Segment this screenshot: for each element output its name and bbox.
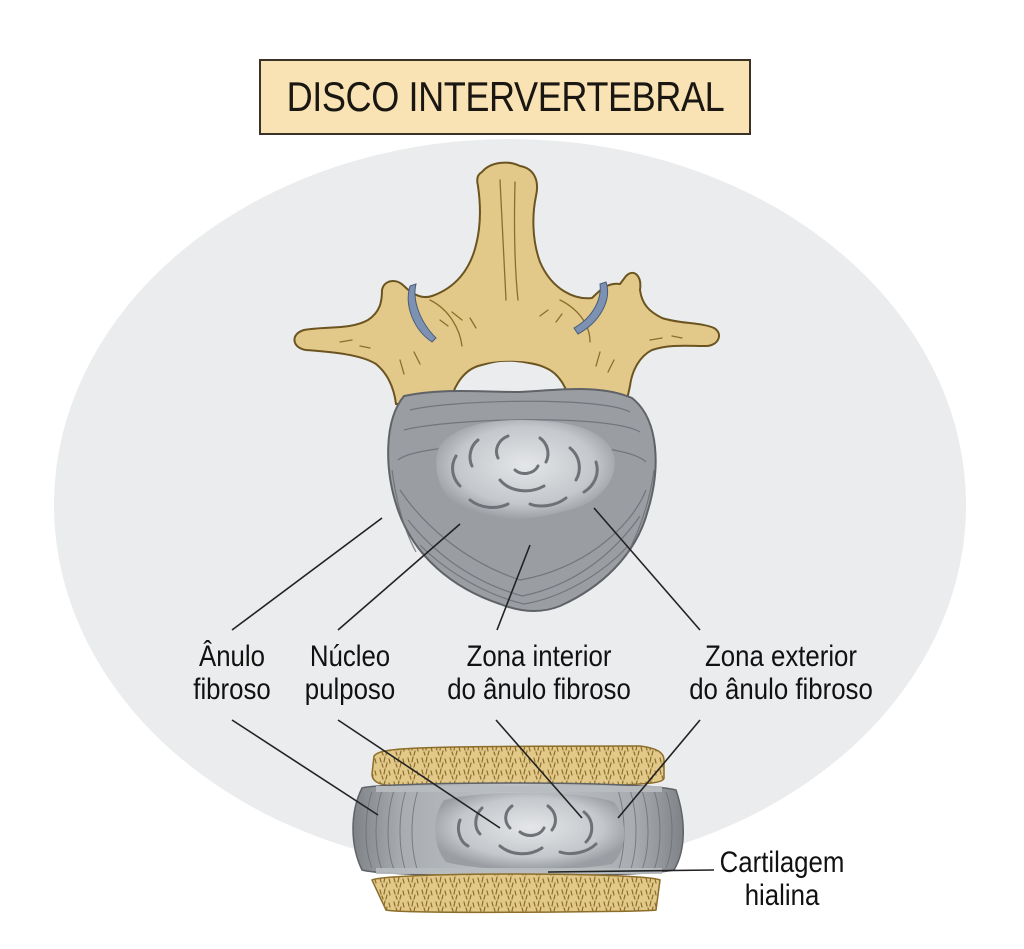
- label-line: do ânulo fibroso: [447, 673, 631, 706]
- label-line: Ânulo: [198, 640, 265, 673]
- leader-zona-exterior-top: [593, 507, 701, 631]
- label-line: Núcleo: [309, 640, 391, 673]
- leader-anulo-bottom: [231, 719, 379, 816]
- label-cartilagem-hialina: Cartilagem hialina: [718, 846, 845, 912]
- lateral-section: [352, 745, 684, 914]
- nucleus-pulposus-top: [436, 420, 615, 521]
- title-box: DISCO INTERVERTEBRAL: [259, 59, 751, 135]
- label-zona-exterior: Zona exterior do ânulo fibroso: [679, 640, 884, 706]
- leader-nucleo-bottom: [337, 719, 501, 829]
- articular-facet-left: [407, 283, 437, 343]
- diagram-title: DISCO INTERVERTEBRAL: [286, 73, 724, 120]
- label-zona-interior: Zona interior do ânulo fibroso: [437, 640, 642, 706]
- hyaline-cartilage-top: [376, 786, 662, 792]
- articular-facet-right: [573, 281, 608, 335]
- label-anulo-fibroso: Ânulo fibroso: [180, 640, 283, 706]
- leader-zona-interior-top: [496, 544, 531, 631]
- label-line: pulposo: [304, 673, 396, 706]
- lower-vertebral-body: [370, 873, 661, 914]
- label-nucleo-pulposo: Núcleo pulposo: [298, 640, 401, 706]
- leader-zona-interior-bottom: [495, 719, 583, 819]
- label-line: Zona interior: [466, 640, 612, 673]
- leader-nucleo-top: [337, 523, 461, 631]
- disc-top-view: [387, 388, 657, 612]
- label-line: fibroso: [193, 673, 271, 706]
- leader-lines: [231, 507, 715, 873]
- label-line: do ânulo fibroso: [689, 673, 873, 706]
- leader-anulo-top: [231, 517, 383, 631]
- upper-vertebral-body: [371, 745, 665, 787]
- leader-zona-exterior-bottom: [617, 719, 701, 819]
- leader-cartilagem: [547, 869, 715, 873]
- hyaline-cartilage-bottom: [376, 868, 662, 874]
- label-line: Zona exterior: [704, 640, 858, 673]
- label-line: hialina: [744, 879, 820, 912]
- label-line: Cartilagem: [719, 846, 845, 879]
